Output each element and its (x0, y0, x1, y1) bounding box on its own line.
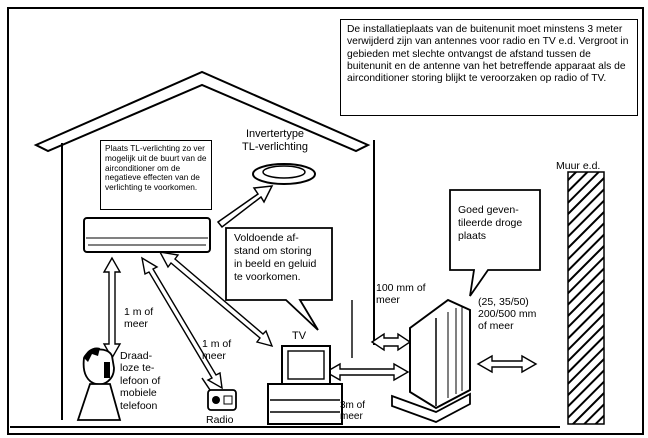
distance-outdoor-line2: 200/500 mm (478, 308, 537, 321)
dry-place-text: Goed geven- tileerde droge plaats (458, 204, 538, 243)
inverter-label-line1: Invertertype (245, 128, 305, 140)
dry-place-line3: plaats (458, 230, 487, 242)
wall-label: Muur e.d. (556, 160, 601, 172)
distance-outdoor-line1: (25, 35/50) (478, 296, 529, 308)
phone-label-line4: mobiele (120, 387, 157, 400)
distance-1m-mid-label: 1 m of meer (202, 338, 231, 362)
phone-label-line3: lefoon of (120, 374, 161, 387)
person-with-phone (76, 347, 122, 421)
arrow-1m-vertical (102, 256, 122, 360)
installation-note-text: De installatieplaats van de buitenunit m… (347, 24, 629, 85)
phone-label: Draad- loze te- lefoon of mobiele telefo… (120, 350, 160, 412)
phone-label-line5: telefoon (120, 399, 158, 412)
radio-label: Radio (206, 414, 234, 426)
inverter-label: Invertertype TL-verlichting (242, 128, 308, 153)
inverter-light-fixture (252, 163, 316, 185)
tl-lighting-note-text: Plaats TL-verlichting zo ver mogelijk ui… (105, 143, 207, 193)
distance-1m-left-line1: 1 m of (124, 306, 154, 318)
distance-line1: Voldoende af- (234, 232, 299, 244)
distance-100mm-label: 100 mm of meer (376, 282, 426, 306)
tv-set (267, 345, 343, 425)
distance-line3: in beeld en geluid (234, 258, 317, 270)
phone-label-line1: Draad- (120, 350, 153, 362)
distance-3m-label: 3m of meer (340, 400, 365, 422)
distance-3m-line2: meer (340, 411, 363, 422)
distance-line2: stand om storing (234, 245, 312, 257)
distance-1m-mid-line1: 1 m of (202, 338, 232, 350)
distance-1m-left-label: 1 m of meer (124, 306, 153, 330)
tv-label: TV (292, 330, 307, 342)
dry-place-line2: tileerde droge (458, 217, 523, 229)
indoor-unit (83, 217, 211, 253)
distance-callout-text: Voldoende af- stand om storing in beeld … (234, 232, 330, 284)
distance-1m-left-line2: meer (124, 318, 148, 331)
house-roof (33, 70, 371, 153)
distance-outdoor-label: (25, 35/50) 200/500 mm of meer (478, 296, 536, 332)
dry-place-callout (449, 189, 541, 297)
distance-3m-line1: 3m of (340, 400, 366, 411)
arrow-unit-tv (158, 251, 274, 348)
arrow-3m (324, 362, 410, 382)
outdoor-unit (391, 298, 471, 423)
arrow-100mm (370, 332, 412, 352)
arrow-to-light (216, 185, 274, 229)
phone-label-line2: loze te- (120, 362, 155, 375)
inverter-label-line2: TL-verlichting (242, 140, 309, 153)
installation-note: De installatieplaats van de buitenunit m… (340, 19, 638, 116)
distance-100mm-line2: meer (376, 294, 400, 307)
radio-set (201, 377, 237, 411)
distance-1m-mid-line2: meer (202, 350, 226, 363)
arrow-unit-radio (141, 256, 223, 390)
distance-100mm-line1: 100 mm of (376, 282, 426, 294)
distance-line4: te voorkomen. (234, 271, 301, 283)
diagram-frame (7, 7, 644, 435)
dry-place-line1: Goed geven- (458, 204, 519, 216)
tl-lighting-note: Plaats TL-verlichting zo ver mogelijk ui… (100, 140, 212, 210)
distance-outdoor-line3: of meer (478, 320, 514, 333)
distance-callout (225, 227, 333, 331)
arrow-outdoor-wall (476, 354, 538, 374)
outside-wall (567, 171, 605, 425)
